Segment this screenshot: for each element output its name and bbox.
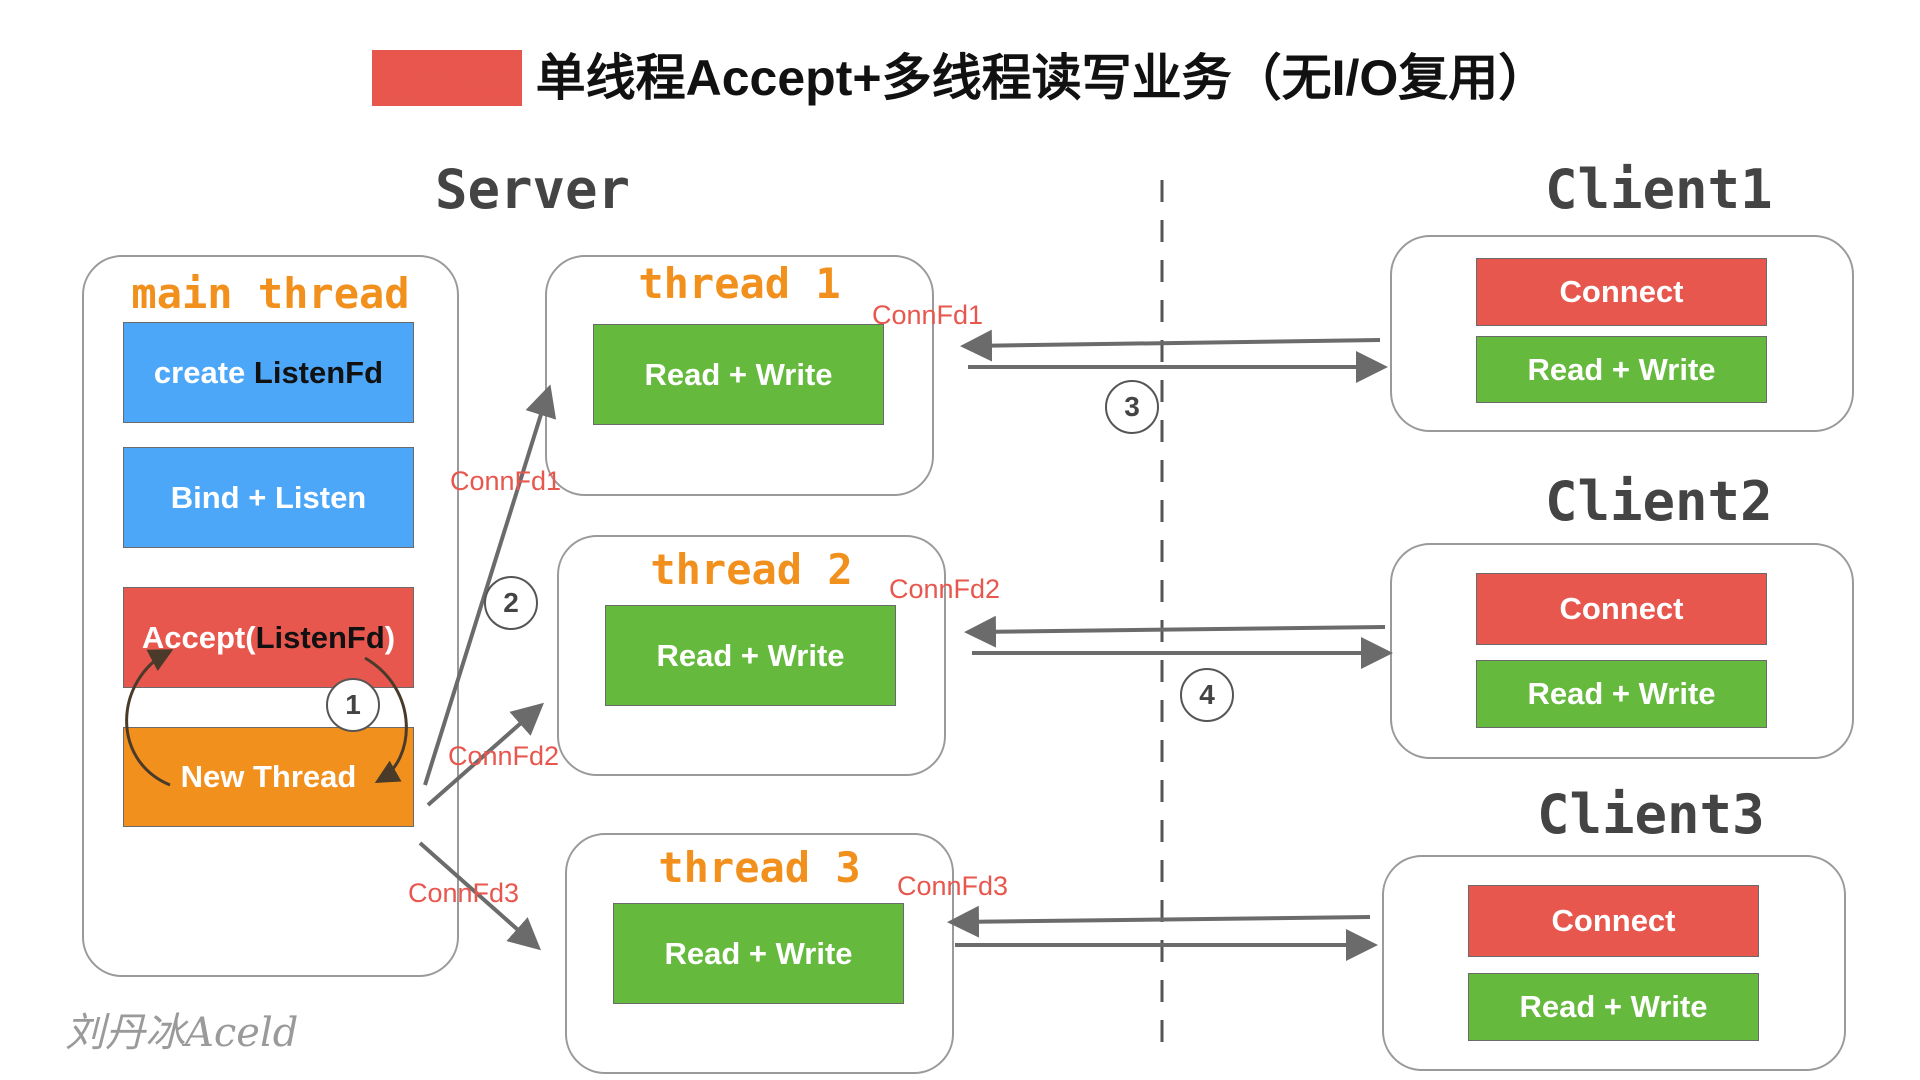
client2-label: Client2 xyxy=(1545,470,1773,533)
create-listenfd-box: create ListenFd xyxy=(123,322,414,423)
server-label: Server xyxy=(435,158,631,221)
thread1-read-write-box: Read + Write xyxy=(593,324,884,425)
thread2-connfd-label: ConnFd2 xyxy=(889,574,1001,604)
step-4-badge: 4 xyxy=(1180,668,1234,722)
step-2-badge: 2 xyxy=(484,576,538,630)
client2-to-thread2-arrow xyxy=(964,615,1386,648)
new-thread-box: New Thread xyxy=(123,727,414,827)
dispatch-label-connfd1: ConnFd1 xyxy=(450,466,562,496)
loop-arrow-down xyxy=(364,656,408,783)
client2-read-write-box: Read + Write xyxy=(1476,660,1767,728)
create-listenfd-label: ListenFd xyxy=(253,354,384,390)
dispatch-arrow-thread1 xyxy=(423,384,557,786)
dispatch-arrow-thread3 xyxy=(418,841,541,951)
client1-to-thread1-arrow xyxy=(960,329,1381,362)
client1-label: Client1 xyxy=(1545,158,1773,221)
client3-connect-box: Connect xyxy=(1468,885,1759,957)
thread1-connfd-label: ConnFd1 xyxy=(872,300,984,330)
thread2-read-write-box: Read + Write xyxy=(605,605,896,706)
thread3-title: thread 3 xyxy=(658,843,861,892)
step-1-badge: 1 xyxy=(326,678,380,732)
diagram-title: 模型二 单线程Accept+多线程读写业务（无I/O复用） xyxy=(0,38,1920,110)
thread3-read-write-box: Read + Write xyxy=(613,903,904,1004)
accept-listenfd-label: ListenFd xyxy=(255,619,385,655)
dispatch-label-connfd3: ConnFd3 xyxy=(408,878,520,908)
accept-suffix: ) xyxy=(384,619,396,655)
thread2-title: thread 2 xyxy=(650,545,853,594)
client1-connect-box: Connect xyxy=(1476,258,1767,326)
accept-box: Accept(ListenFd) xyxy=(123,587,414,688)
loop-arrow-up xyxy=(125,649,174,787)
client3-label: Client3 xyxy=(1537,783,1765,846)
client3-to-thread3-arrow xyxy=(947,905,1371,938)
author-watermark: 刘丹冰Aceld xyxy=(65,1010,299,1056)
thread3-connfd-label: ConnFd3 xyxy=(897,871,1009,901)
main-thread-title: main thread xyxy=(131,269,410,318)
bind-listen-box: Bind + Listen xyxy=(123,447,414,548)
client1-read-write-box: Read + Write xyxy=(1476,336,1767,403)
accept-prefix: Accept( xyxy=(141,619,256,655)
thread1-title: thread 1 xyxy=(638,259,841,308)
client3-read-write-box: Read + Write xyxy=(1468,973,1759,1041)
create-label: create xyxy=(153,354,254,390)
client2-connect-box: Connect xyxy=(1476,573,1767,645)
step-3-badge: 3 xyxy=(1105,380,1159,434)
title-main: 单线程Accept+多线程读写业务（无I/O复用） xyxy=(535,50,1549,106)
dispatch-label-connfd2: ConnFd2 xyxy=(448,741,560,771)
dispatch-arrow-thread2 xyxy=(426,702,545,807)
title-prefix: 模型二 xyxy=(371,50,522,106)
